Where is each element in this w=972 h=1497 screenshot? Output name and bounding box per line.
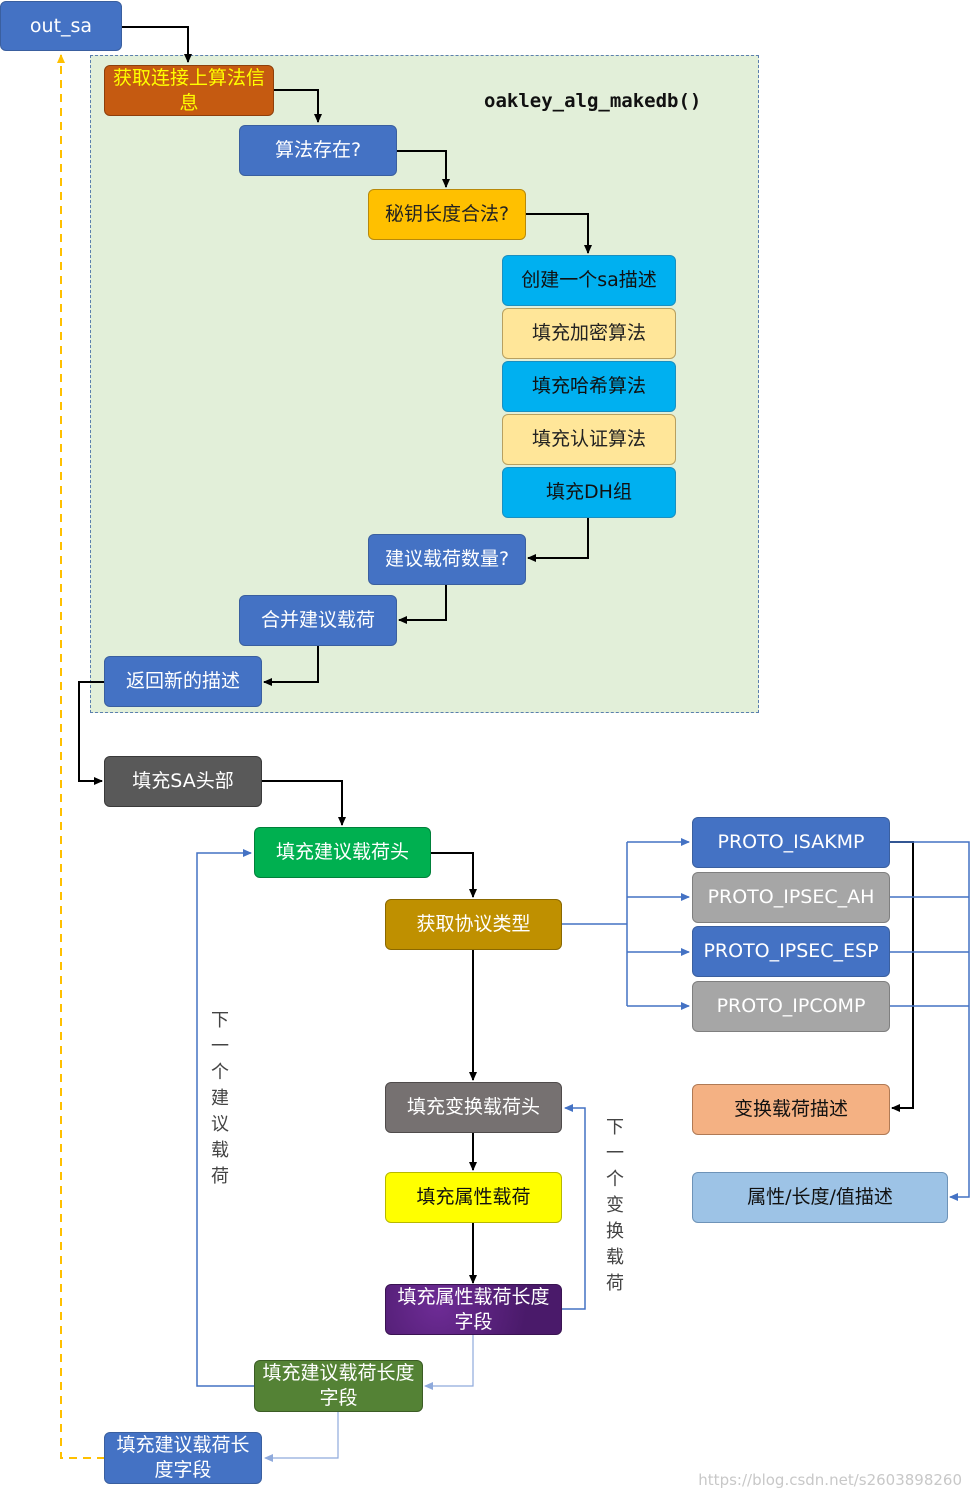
arrow-algexists-to-keylen xyxy=(396,150,450,188)
fill-dh-node: 填充DH组 xyxy=(502,467,676,518)
proto-ipcomp-node: PROTO_IPCOMP xyxy=(692,981,890,1032)
arrow-proplen2-to-outsa xyxy=(57,54,105,1459)
fill-sa-header-node: 填充SA头部 xyxy=(104,756,262,807)
watermark: https://blog.csdn.net/s2603898260 xyxy=(698,1471,962,1489)
proto-ipsec-ah-node: PROTO_IPSEC_AH xyxy=(692,872,890,923)
arrow-proplen-to-proplen2 xyxy=(264,1412,339,1462)
fill-encrypt-node: 填充加密算法 xyxy=(502,308,676,359)
get-proto-type-node: 获取协议类型 xyxy=(385,899,562,950)
arrow-attrlen-to-proplen xyxy=(424,1335,474,1390)
fill-prop-len-node-1: 填充建议载荷长度字段 xyxy=(254,1360,423,1412)
arrow-dh-to-propcount xyxy=(527,517,589,562)
arrow-protos-to-transformdesc xyxy=(889,841,914,1112)
arrow-propcount-to-merge xyxy=(398,585,447,624)
out-sa-node: out_sa xyxy=(0,1,122,51)
attr-desc-node: 属性/长度/值描述 xyxy=(692,1172,948,1223)
arrow-keylen-to-createsa xyxy=(525,213,592,254)
get-conn-alg-node: 获取连接上算法信息 xyxy=(104,65,274,116)
arrow-protos-to-attrdesc xyxy=(889,841,970,1201)
fill-prop-len-node-2: 填充建议载荷长度字段 xyxy=(104,1432,262,1484)
proto-ipsec-esp-node: PROTO_IPSEC_ESP xyxy=(692,926,890,977)
fill-hash-node: 填充哈希算法 xyxy=(502,361,676,412)
arrow-return-to-saheader xyxy=(78,681,105,785)
function-title: oakley_alg_makedb() xyxy=(484,90,702,112)
next-transform-label: 下一个变换载荷 xyxy=(606,1117,624,1294)
arrow-merge-to-return xyxy=(263,646,319,686)
arrow-getalg-to-algexists xyxy=(273,89,322,123)
arrow-next-proposal-loop xyxy=(196,849,254,1387)
prop-count-node: 建议载荷数量? xyxy=(368,534,526,585)
fill-prop-header-node: 填充建议载荷头 xyxy=(254,827,431,878)
proto-isakmp-node: PROTO_ISAKMP xyxy=(692,817,890,868)
fill-auth-node: 填充认证算法 xyxy=(502,414,676,465)
merge-prop-node: 合并建议载荷 xyxy=(239,595,397,646)
fill-attr-len-node: 填充属性载荷长度字段 xyxy=(385,1284,562,1335)
fill-transform-header-node: 填充变换载荷头 xyxy=(385,1082,562,1133)
arrow-outsa-to-getalg xyxy=(121,26,192,63)
return-desc-node: 返回新的描述 xyxy=(104,656,262,707)
next-proposal-label: 下一个建议载荷 xyxy=(211,1010,229,1187)
transform-desc-node: 变换载荷描述 xyxy=(692,1084,890,1135)
create-sa-desc-node: 创建一个sa描述 xyxy=(502,255,676,306)
alg-exists-node: 算法存在? xyxy=(239,125,397,176)
fill-attr-payload-node: 填充属性载荷 xyxy=(385,1172,562,1223)
arrow-saheader-to-propheader xyxy=(262,780,346,826)
key-len-valid-node: 秘钥长度合法? xyxy=(368,189,526,240)
arrow-propheader-to-prototype xyxy=(431,852,477,898)
arrow-next-transform-loop xyxy=(562,1104,586,1310)
